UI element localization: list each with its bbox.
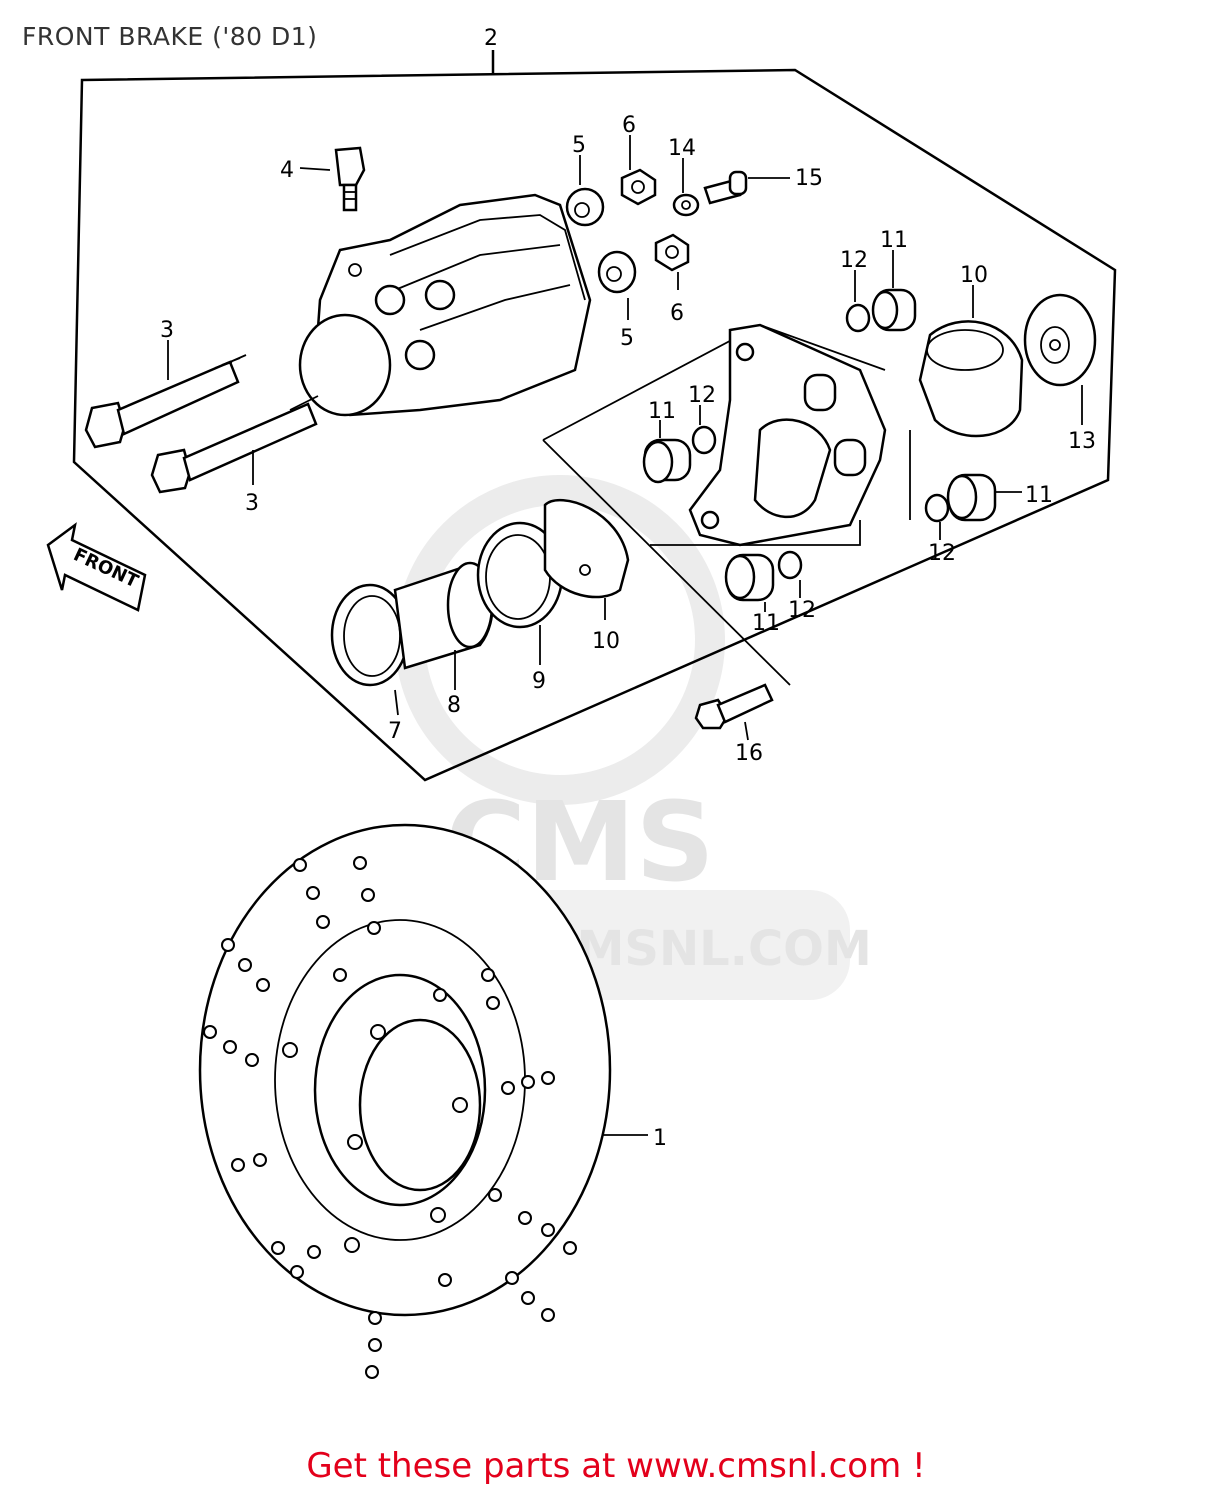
callout-14: 14 [668, 136, 696, 161]
ring-12-right [924, 493, 950, 523]
washer-5-lower [597, 250, 637, 294]
callout-12-left: 12 [688, 383, 716, 408]
front-direction-arrow: FRONT [46, 522, 147, 612]
callout-12-right: 12 [928, 541, 956, 566]
callout-11-top: 11 [880, 228, 908, 253]
caliper-bolt-upper [84, 354, 247, 449]
cap-13 [1023, 293, 1097, 387]
callout-12-top: 12 [840, 248, 868, 273]
bleeder-valve [299, 146, 366, 212]
callout-1: 1 [653, 1126, 667, 1151]
callout-6-lower: 6 [670, 301, 684, 326]
callout-10-right: 10 [960, 263, 988, 288]
washer-5-upper [565, 187, 605, 227]
callout-3-upper: 3 [160, 318, 174, 343]
callout-15: 15 [795, 166, 823, 191]
callout-16: 16 [735, 741, 763, 766]
ring-12-left [691, 425, 717, 455]
washer-14 [672, 193, 700, 217]
callout-10-left: 10 [592, 629, 620, 654]
ring-12-bottom [777, 550, 803, 580]
bushing-11-left [642, 438, 692, 484]
callout-11-left: 11 [648, 399, 676, 424]
callout-8: 8 [447, 693, 461, 718]
ring-12-top [845, 303, 871, 333]
callout-4: 4 [280, 158, 294, 183]
caliper-bolt-lower [150, 395, 319, 494]
bushing-11-top [871, 288, 917, 332]
bushing-11-right [946, 473, 997, 522]
callout-11-bottom: 11 [752, 611, 780, 636]
callout-13: 13 [1068, 429, 1096, 454]
nut-6-upper [620, 168, 657, 206]
callout-9: 9 [532, 669, 546, 694]
callout-2: 2 [484, 26, 498, 51]
exploded-parts-diagram: CMS WWW.CMSNL.COM 2 4 [46, 26, 1117, 1379]
brake-pad-10-right [918, 320, 1024, 438]
bolt-16 [694, 683, 774, 730]
callout-7: 7 [388, 719, 402, 744]
diagram-title: FRONT BRAKE ('80 D1) [22, 22, 318, 51]
footer-parts-link[interactable]: Get these parts at www.cmsnl.com ! [306, 1446, 926, 1486]
callout-6-upper: 6 [622, 113, 636, 138]
nut-6-lower [654, 233, 690, 272]
brake-disc [198, 823, 612, 1379]
caliper-assembly-outline [72, 68, 1117, 782]
callout-11-right: 11 [1025, 483, 1053, 508]
caliper-body [298, 193, 592, 417]
callout-12-bottom: 12 [788, 598, 816, 623]
bolt-15 [703, 170, 748, 205]
caliper-bracket [688, 323, 887, 547]
brake-pad-10-left [543, 498, 630, 599]
bushing-11-bottom [724, 553, 775, 602]
callout-5-upper: 5 [572, 133, 586, 158]
callout-5-lower: 5 [620, 326, 634, 351]
callout-3-lower: 3 [245, 491, 259, 516]
